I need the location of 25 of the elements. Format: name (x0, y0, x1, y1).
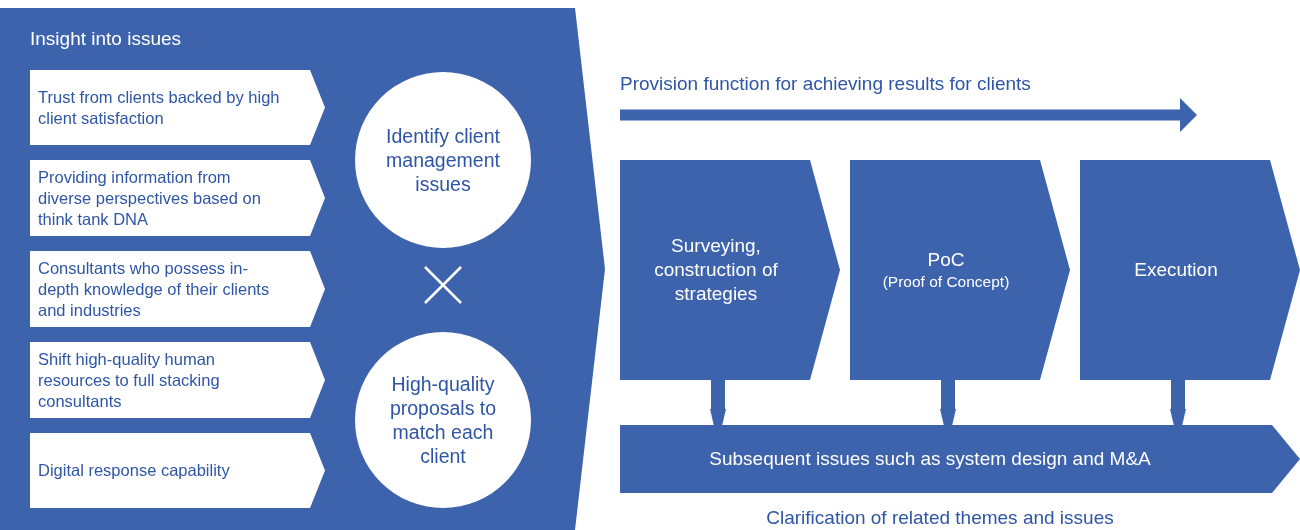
chevron-box (30, 251, 325, 327)
item-text: Consultants who possess in-depth knowledge of their clients and industries (38, 257, 271, 321)
step-subtitle: (Proof of Concept) (882, 272, 1010, 292)
step-title: Execution (1134, 258, 1218, 282)
item-text: Digital response capability (38, 460, 231, 481)
chevron-box (30, 342, 325, 418)
chevron-box (30, 433, 325, 508)
chevron-box (30, 160, 325, 236)
arrow-caption: Provision function for achieving results for clients (620, 73, 1031, 95)
process-step (1080, 160, 1300, 380)
panel-title: Insight into issues (30, 28, 182, 50)
item-text: Providing information from diverse perspectives based on think tank DNA (38, 166, 262, 230)
step-title: Surveying, construction of strategies (653, 234, 779, 306)
step-title: PoC (927, 248, 965, 272)
insight-panel (0, 8, 605, 530)
item-text: Trust from clients backed by high client satisfaction (38, 86, 281, 129)
circle-text: High-quality proposals to match each client (388, 372, 498, 468)
result-bar (620, 425, 1300, 493)
bar-text: Subsequent issues such as system design and M&A (709, 448, 1151, 470)
footer-note: Clarification of related themes and issues (765, 507, 1115, 529)
process-step (850, 160, 1070, 380)
chevron-box (30, 70, 325, 145)
process-step (620, 160, 840, 380)
item-text: Shift high-quality human resources to full stacking consultants (38, 348, 221, 412)
circle-text: Identify client management issues (385, 124, 501, 196)
